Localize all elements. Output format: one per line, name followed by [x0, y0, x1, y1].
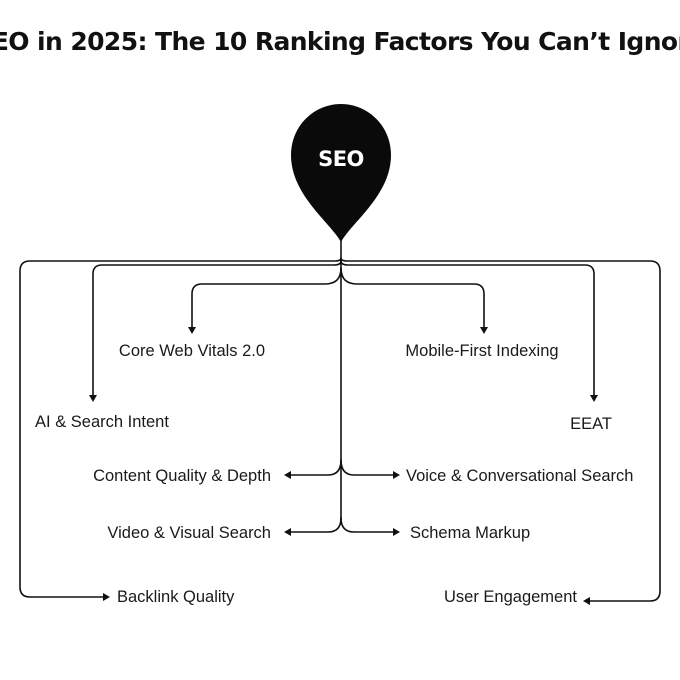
label-backlink: Backlink Quality: [117, 588, 235, 606]
arrowhead-mobile-first: [480, 327, 488, 334]
connector-core-web-vitals: [191, 267, 342, 328]
arrowhead-eeat: [590, 395, 598, 402]
arrowheads: [89, 327, 598, 605]
arrowhead-backlink: [103, 593, 110, 601]
connector-schema: [340, 517, 394, 533]
connector-ai-intent: [92, 260, 342, 396]
connector-lines: [19, 239, 661, 602]
arrowhead-video-visual: [284, 528, 291, 536]
arrowhead-core-web-vitals: [188, 327, 196, 334]
connector-eeat: [340, 260, 595, 396]
diagram-title: SEO in 2025: The 10 Ranking Factors You …: [0, 27, 680, 56]
arrowhead-ai-intent: [89, 395, 97, 402]
label-eeat: EEAT: [570, 415, 612, 433]
connector-backlink: [19, 257, 342, 598]
label-core-web-vitals: Core Web Vitals 2.0: [119, 342, 265, 360]
label-voice-search: Voice & Conversational Search: [406, 467, 633, 485]
label-video-visual: Video & Visual Search: [107, 524, 271, 542]
connector-content-quality: [290, 459, 342, 476]
label-user-engagement: User Engagement: [444, 588, 577, 606]
connector-video-visual: [290, 517, 342, 533]
map-pin-icon: [291, 104, 391, 242]
arrowhead-schema: [393, 528, 400, 536]
arrowhead-user-engagement: [583, 597, 590, 605]
factor-labels: Core Web Vitals 2.0 Mobile-First Indexin…: [35, 342, 633, 606]
connector-voice-search: [340, 459, 394, 476]
arrowhead-voice-search: [393, 471, 400, 479]
arrowhead-content-quality: [284, 471, 291, 479]
label-content-quality: Content Quality & Depth: [93, 467, 271, 485]
connector-user-engagement: [340, 257, 661, 602]
label-mobile-first: Mobile-First Indexing: [405, 342, 558, 360]
label-schema: Schema Markup: [410, 524, 530, 542]
label-ai-intent: AI & Search Intent: [35, 413, 169, 431]
pin-label: SEO: [318, 147, 364, 171]
seo-pin-node: SEO: [291, 104, 391, 242]
connector-mobile-first: [340, 267, 485, 328]
